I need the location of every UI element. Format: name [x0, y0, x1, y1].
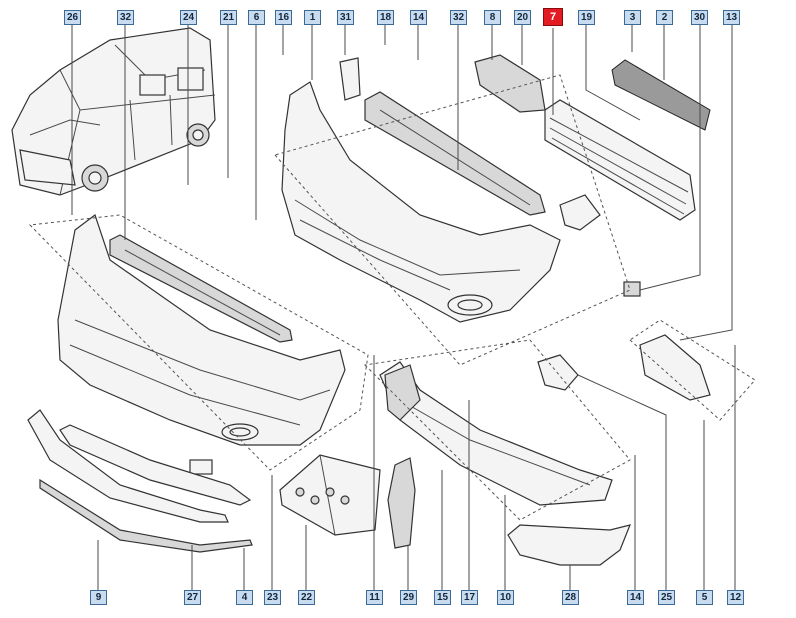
- callout-10[interactable]: 10: [497, 590, 514, 605]
- callout-7-highlighted[interactable]: 7: [543, 8, 563, 26]
- left-bumper-assembly: [27, 214, 346, 553]
- callout-20[interactable]: 20: [514, 10, 531, 25]
- callout-32-center[interactable]: 32: [450, 10, 467, 25]
- callout-8[interactable]: 8: [484, 10, 501, 25]
- callout-5[interactable]: 5: [696, 590, 713, 605]
- callout-32[interactable]: 32: [117, 10, 134, 25]
- callout-12[interactable]: 12: [727, 590, 744, 605]
- callout-29[interactable]: 29: [400, 590, 417, 605]
- callout-3[interactable]: 3: [624, 10, 641, 25]
- callout-14[interactable]: 14: [410, 10, 427, 25]
- vehicle-illustration: [11, 27, 216, 196]
- callout-2[interactable]: 2: [656, 10, 673, 25]
- callout-23[interactable]: 23: [264, 590, 281, 605]
- callout-27[interactable]: 27: [184, 590, 201, 605]
- callout-25[interactable]: 25: [658, 590, 675, 605]
- callout-30[interactable]: 30: [691, 10, 708, 25]
- callout-13[interactable]: 13: [723, 10, 740, 25]
- callout-18[interactable]: 18: [377, 10, 394, 25]
- callout-6[interactable]: 6: [248, 10, 265, 25]
- grille-parts: [474, 54, 711, 221]
- callout-26[interactable]: 26: [64, 10, 81, 25]
- callout-31[interactable]: 31: [337, 10, 354, 25]
- group-boxes: [28, 74, 756, 521]
- callout-11[interactable]: 11: [366, 590, 383, 605]
- callout-4[interactable]: 4: [236, 590, 253, 605]
- callout-14-bottom[interactable]: 14: [627, 590, 644, 605]
- callout-19[interactable]: 19: [578, 10, 595, 25]
- leader-lines: [71, 24, 736, 590]
- callout-9[interactable]: 9: [90, 590, 107, 605]
- callout-22[interactable]: 22: [298, 590, 315, 605]
- center-bumper-assembly: [281, 57, 641, 323]
- callout-15[interactable]: 15: [434, 590, 451, 605]
- callout-28[interactable]: 28: [562, 590, 579, 605]
- callout-17[interactable]: 17: [461, 590, 478, 605]
- callout-24[interactable]: 24: [180, 10, 197, 25]
- callout-16[interactable]: 16: [275, 10, 292, 25]
- callout-1[interactable]: 1: [304, 10, 321, 25]
- lower-parts: [279, 334, 711, 566]
- callout-21[interactable]: 21: [220, 10, 237, 25]
